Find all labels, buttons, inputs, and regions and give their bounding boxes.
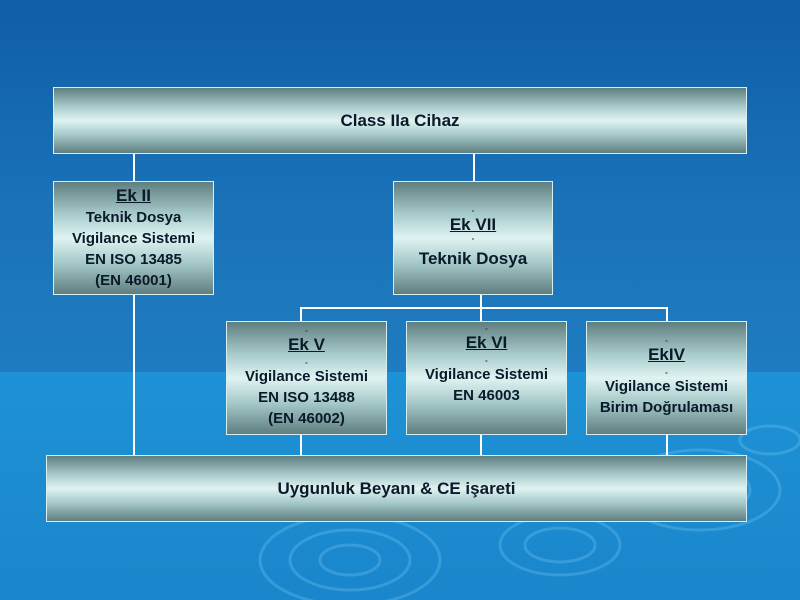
connector-ek2-bottom — [133, 294, 135, 456]
ek4-line-2: Birim Doğrulaması — [599, 399, 734, 416]
connector-ek5-bottom — [300, 434, 302, 456]
ek5-line-1: Vigilance Sistemi — [244, 367, 369, 385]
ek4-title: EkIV — [648, 345, 685, 364]
connector-branch-ek6 — [480, 307, 482, 322]
ek5-line-3: (EN 46002) — [268, 409, 345, 427]
ek5-dash-top: - — [305, 325, 308, 335]
ek7-title: Ek VII — [449, 214, 497, 234]
ek7-box: - Ek VII - Teknik Dosya — [393, 181, 553, 295]
ek5-box: - Ek V - Vigilance Sistemi EN ISO 13488 … — [226, 321, 387, 435]
ek7-line: Teknik Dosya — [418, 248, 528, 268]
ek2-line-3: EN ISO 13485 — [85, 251, 182, 268]
ek6-box: - Ek VI - Vigilance Sistemi EN 46003 — [406, 321, 567, 435]
ek2-box: Ek II Teknik Dosya Vigilance Sistemi EN … — [53, 181, 214, 295]
ek5-title: Ek V — [288, 334, 325, 354]
ek6-line-1: Vigilance Sistemi — [424, 366, 549, 383]
connector-root-ek7 — [473, 154, 475, 182]
connector-horizontal-branch — [300, 307, 668, 309]
ek4-dash-top: - — [665, 336, 668, 345]
ek6-line-2: EN 46003 — [453, 387, 520, 404]
ek4-line-1: Vigilance Sistemi — [604, 378, 729, 395]
ek6-dash-top: - — [485, 324, 488, 333]
ek6-dash-bottom: - — [485, 356, 488, 365]
ek2-line-4: (EN 46001) — [95, 272, 172, 289]
ek4-box: - EkIV - Vigilance Sistemi Birim Doğrula… — [586, 321, 747, 435]
connector-ek7-down — [480, 294, 482, 308]
connector-branch-ek5 — [300, 307, 302, 322]
ek5-dash-bottom: - — [305, 357, 308, 367]
ek7-dash-bottom: - — [471, 233, 475, 243]
connector-root-ek2 — [133, 154, 135, 182]
bottom-label: Uygunluk Beyanı & CE işareti — [277, 479, 516, 498]
ek2-line-1: Teknik Dosya — [85, 209, 182, 226]
connector-ek4-bottom — [666, 434, 668, 456]
root-label: Class IIa Cihaz — [340, 111, 460, 130]
ek2-line-2: Vigilance Sistemi — [71, 230, 196, 247]
bottom-box: Uygunluk Beyanı & CE işareti — [46, 455, 747, 522]
ek2-title: Ek II — [116, 186, 151, 205]
ek7-dash-top: - — [471, 205, 475, 215]
root-box: Class IIa Cihaz — [53, 87, 747, 154]
ek4-dash-bottom: - — [665, 368, 668, 377]
ek6-title: Ek VI — [465, 333, 508, 352]
connector-branch-ek4 — [666, 307, 668, 322]
connector-ek6-bottom — [480, 434, 482, 456]
ek5-line-2: EN ISO 13488 — [258, 388, 355, 406]
